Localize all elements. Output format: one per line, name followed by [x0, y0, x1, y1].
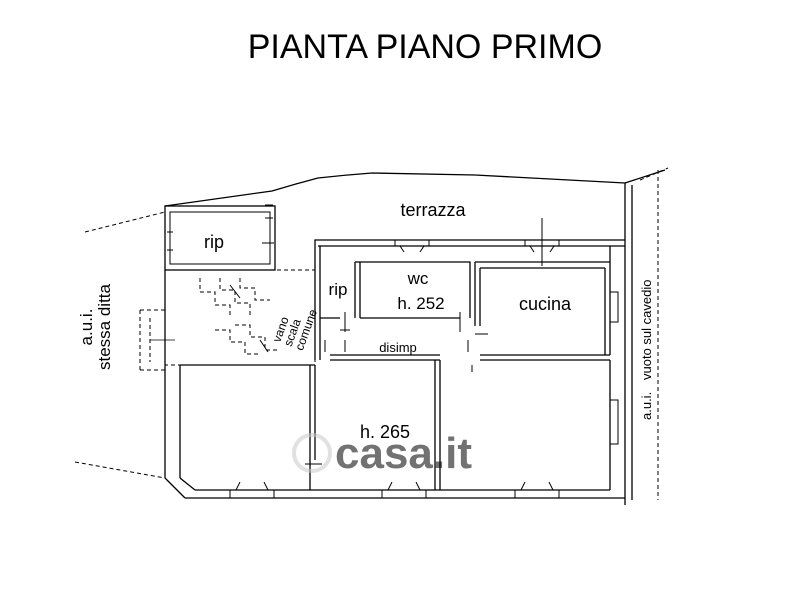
- label-disimp: disimp: [379, 340, 417, 355]
- label-wc-height: h. 252: [397, 294, 444, 313]
- label-left-ditta: stessa ditta: [95, 283, 114, 370]
- storage-room-top: [164, 204, 276, 271]
- label-terrazza: terrazza: [400, 200, 466, 220]
- label-cucina: cucina: [519, 294, 572, 314]
- watermark-text: casa.it: [335, 429, 472, 478]
- label-wc: wc: [407, 269, 429, 288]
- window-top-2: [524, 218, 560, 266]
- interior-walls: [305, 261, 610, 490]
- door-jambs: [324, 312, 488, 372]
- plan-title: PIANTA PIANO PRIMO: [248, 28, 603, 66]
- label-rip-top: rip: [204, 232, 224, 252]
- label-left-aui: a.u.i.: [77, 309, 96, 346]
- label-vano-scala: vano scala comune: [270, 307, 320, 352]
- label-main-height: h. 265: [360, 422, 410, 442]
- label-left-neighbour: a.u.i. stessa ditta: [77, 283, 114, 370]
- label-rip-mid: rip: [329, 280, 348, 299]
- left-boundary-dashes: [74, 211, 166, 479]
- terrace-outline: [164, 167, 669, 505]
- window-bottom-1: [229, 481, 275, 499]
- window-right-1: [609, 291, 619, 323]
- window-top-1: [394, 239, 430, 253]
- window-bottom-3: [514, 481, 560, 499]
- window-right-2: [609, 399, 619, 445]
- staircase: [139, 269, 316, 371]
- watermark: casa.it: [292, 429, 472, 478]
- label-right-aui: a.u.i.: [639, 392, 654, 420]
- label-right-cavedio: a.u.i. vuoto sul cavedio: [639, 280, 654, 420]
- label-right-vuoto: vuoto sul cavedio: [639, 280, 654, 380]
- window-bottom-2: [381, 481, 427, 499]
